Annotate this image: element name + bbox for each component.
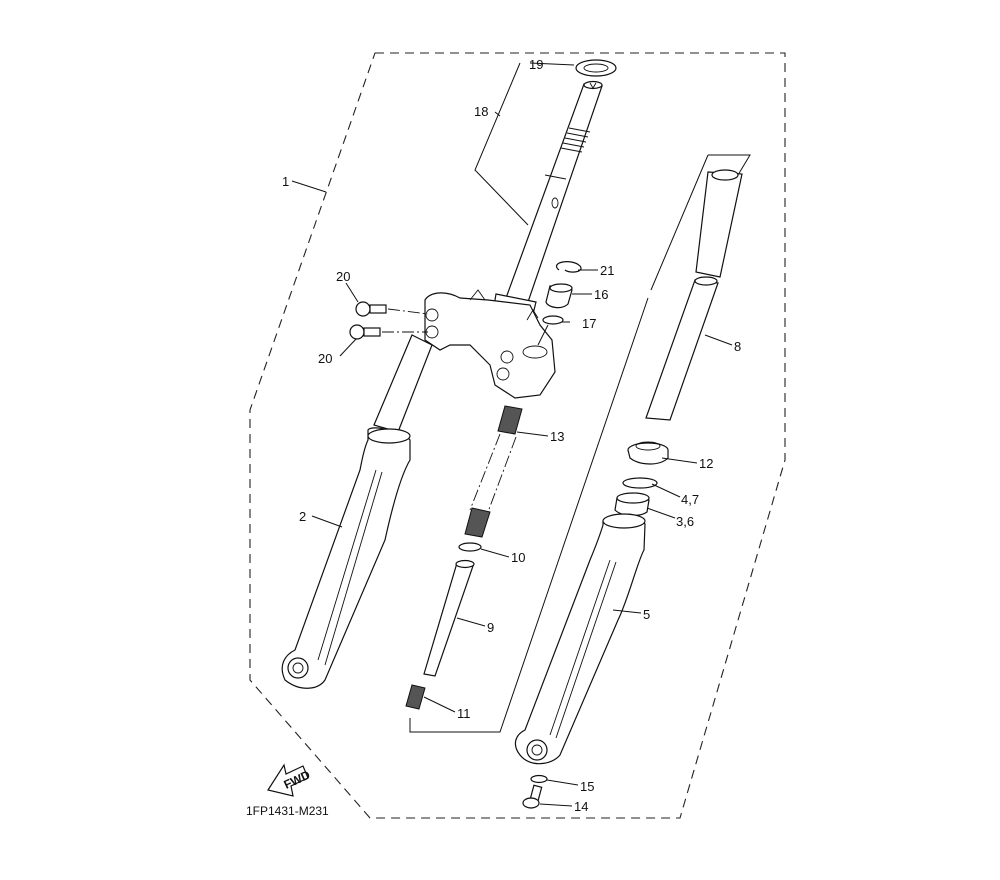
right-fork-centerline (409, 297, 649, 733)
callout-4-7: 4,7 (681, 492, 699, 507)
callout-12: 12 (699, 456, 713, 471)
callout-16: 16 (594, 287, 608, 302)
callout-14: 14 (574, 799, 588, 814)
damper-rod (423, 559, 475, 677)
bolt-lower (349, 324, 428, 340)
callout-1: 1 (282, 174, 289, 189)
leader-lines (291, 62, 733, 807)
drain-washer (530, 774, 548, 784)
stem-o-ring (542, 315, 564, 325)
oil-seal (627, 441, 669, 465)
washer (458, 542, 482, 552)
damper-bolt (522, 784, 543, 809)
callout-15: 15 (580, 779, 594, 794)
callout-10: 10 (511, 550, 525, 565)
callout-8: 8 (734, 339, 741, 354)
callout-2: 2 (299, 509, 306, 524)
right-fork-inner-tube-upper (695, 169, 743, 278)
bolt-upper (355, 301, 429, 317)
stem-collar (545, 283, 573, 309)
assembly-boundary (249, 52, 786, 819)
callout-3-6: 3,6 (676, 514, 694, 529)
steering-stem (493, 80, 603, 315)
right-fork-outer-tube (514, 513, 646, 765)
fwd-label: FWD (282, 768, 313, 792)
under-bracket (424, 289, 556, 399)
callout-9: 9 (487, 620, 494, 635)
fork-spring-upper (469, 405, 523, 513)
callout-20-upper: 20 (336, 269, 350, 284)
stem-circlip (556, 261, 582, 273)
callout-20-lower: 20 (318, 351, 332, 366)
left-fork-inner-tube (373, 334, 433, 433)
diagram-code: 1FP1431-M231 (246, 804, 329, 818)
rebound-spring (405, 684, 426, 710)
callout-11: 11 (457, 706, 471, 721)
circlip (622, 477, 658, 489)
callout-18: 18 (474, 104, 488, 119)
callout-5: 5 (643, 607, 650, 622)
bearing (614, 492, 650, 517)
callout-19: 19 (529, 57, 543, 72)
callout-13: 13 (550, 429, 564, 444)
right-fork-bracket (650, 154, 751, 291)
right-fork-inner-tube-lower (645, 276, 719, 421)
callout-21: 21 (600, 263, 614, 278)
forward-direction-arrow: FWD (267, 763, 313, 797)
dust-seal (575, 59, 617, 77)
fork-spring-lower (464, 507, 491, 538)
left-fork-outer-tube (281, 427, 411, 689)
callout-17: 17 (582, 316, 596, 331)
